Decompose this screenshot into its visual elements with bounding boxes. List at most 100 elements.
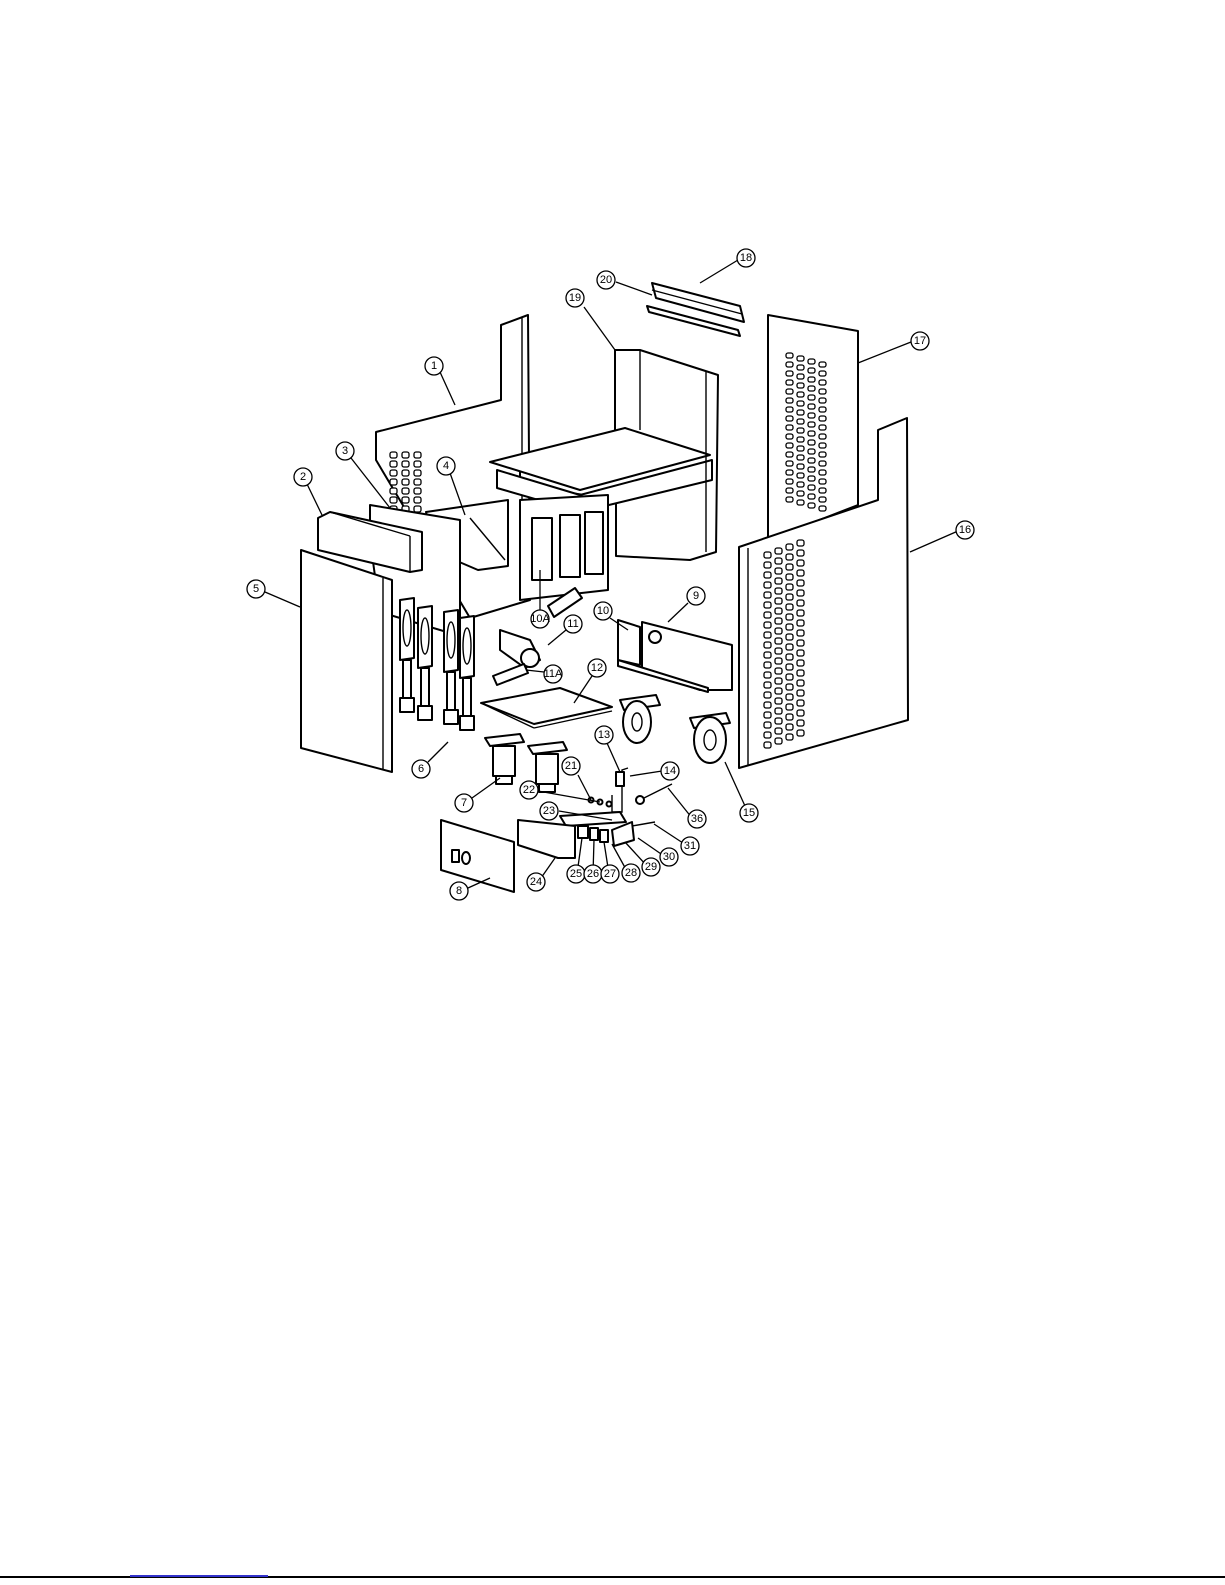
louver-slot <box>775 688 782 694</box>
heating-element-stem <box>463 678 471 716</box>
louver-slot <box>775 638 782 644</box>
svg-text:10A: 10A <box>530 613 550 625</box>
louver-slot <box>775 718 782 724</box>
louver-slot <box>786 497 793 502</box>
louver-slot <box>797 640 804 646</box>
louver-slot <box>786 704 793 710</box>
louver-slot <box>786 554 793 560</box>
louver-slot <box>414 452 421 458</box>
svg-text:17: 17 <box>914 335 926 347</box>
louver-slot <box>797 620 804 626</box>
svg-text:11A: 11A <box>544 668 563 680</box>
svg-text:28: 28 <box>625 867 637 879</box>
callout-2: 2 <box>294 468 312 486</box>
louver-slot <box>390 461 397 467</box>
louver-slot <box>775 658 782 664</box>
part-8-front-plate <box>441 820 514 892</box>
callout-5: 5 <box>247 580 265 598</box>
louver-slot <box>390 488 397 494</box>
louver-slot <box>797 356 804 361</box>
louver-slot <box>786 443 793 448</box>
louver-slot <box>797 580 804 586</box>
louver-slot <box>764 552 771 558</box>
louver-slot <box>786 371 793 376</box>
louver-slot <box>786 714 793 720</box>
svg-text:10: 10 <box>597 605 609 617</box>
louver-slot <box>786 594 793 600</box>
svg-text:36: 36 <box>691 813 703 825</box>
louver-slot <box>390 479 397 485</box>
louver-slot <box>775 678 782 684</box>
svg-text:31: 31 <box>684 840 696 852</box>
callout-11a: 11A <box>544 665 563 683</box>
louver-slot <box>786 684 793 690</box>
louver-slot <box>764 612 771 618</box>
louver-slot <box>797 392 804 397</box>
callout-20: 20 <box>597 271 615 289</box>
louver-slot <box>819 425 826 430</box>
louver-slot <box>797 730 804 736</box>
louver-slot <box>764 682 771 688</box>
part-7-leg-left <box>485 734 524 784</box>
louver-slot <box>764 702 771 708</box>
svg-text:19: 19 <box>569 292 581 304</box>
heating-element-loop <box>400 598 414 660</box>
callout-9: 9 <box>687 587 705 605</box>
louver-slot <box>775 548 782 554</box>
louver-slot <box>819 479 826 484</box>
callout-18: 18 <box>737 249 755 267</box>
louver-slot <box>414 461 421 467</box>
louver-slot <box>786 380 793 385</box>
louver-slot <box>786 604 793 610</box>
louver-slot <box>402 470 409 476</box>
callout-10a: 10A <box>530 610 550 628</box>
louver-slot <box>808 458 815 463</box>
louver-slot <box>819 488 826 493</box>
louver-slot <box>775 668 782 674</box>
louver-slot <box>797 670 804 676</box>
heating-element-loop <box>444 610 458 672</box>
louver-slot <box>775 608 782 614</box>
louver-slot <box>786 416 793 421</box>
louver-slot <box>775 618 782 624</box>
callout-4: 4 <box>437 457 455 475</box>
louver-slot <box>808 413 815 418</box>
footer-link-underline[interactable] <box>130 1575 268 1577</box>
svg-text:25: 25 <box>570 868 582 880</box>
heating-element-terminal <box>418 706 432 720</box>
louver-slot <box>764 642 771 648</box>
louver-slot <box>402 479 409 485</box>
louver-slot <box>808 377 815 382</box>
louver-slot <box>764 632 771 638</box>
louver-slot <box>764 652 771 658</box>
louver-slot <box>797 550 804 556</box>
louver-slot <box>808 359 815 364</box>
louver-slot <box>797 720 804 726</box>
louver-slot <box>414 470 421 476</box>
louver-slot <box>786 694 793 700</box>
louver-slot <box>819 389 826 394</box>
callout-36: 36 <box>688 810 706 828</box>
louver-slot <box>786 654 793 660</box>
louver-slot <box>819 461 826 466</box>
louver-slot <box>764 712 771 718</box>
louver-slot <box>786 734 793 740</box>
louver-slot <box>797 419 804 424</box>
callout-1: 1 <box>425 357 443 375</box>
louver-slot <box>786 544 793 550</box>
louver-slot <box>414 497 421 503</box>
louver-slot <box>797 401 804 406</box>
louver-slot <box>786 470 793 475</box>
louver-slot <box>764 722 771 728</box>
callout-24: 24 <box>527 873 545 891</box>
louver-slot <box>786 574 793 580</box>
callout-30: 30 <box>660 848 678 866</box>
louver-slot <box>797 700 804 706</box>
svg-text:9: 9 <box>693 590 699 602</box>
louver-slot <box>797 473 804 478</box>
louver-slot <box>808 440 815 445</box>
louver-slot <box>764 622 771 628</box>
louver-slot <box>819 470 826 475</box>
louver-slot <box>819 506 826 511</box>
part-15-caster-right <box>690 713 730 763</box>
